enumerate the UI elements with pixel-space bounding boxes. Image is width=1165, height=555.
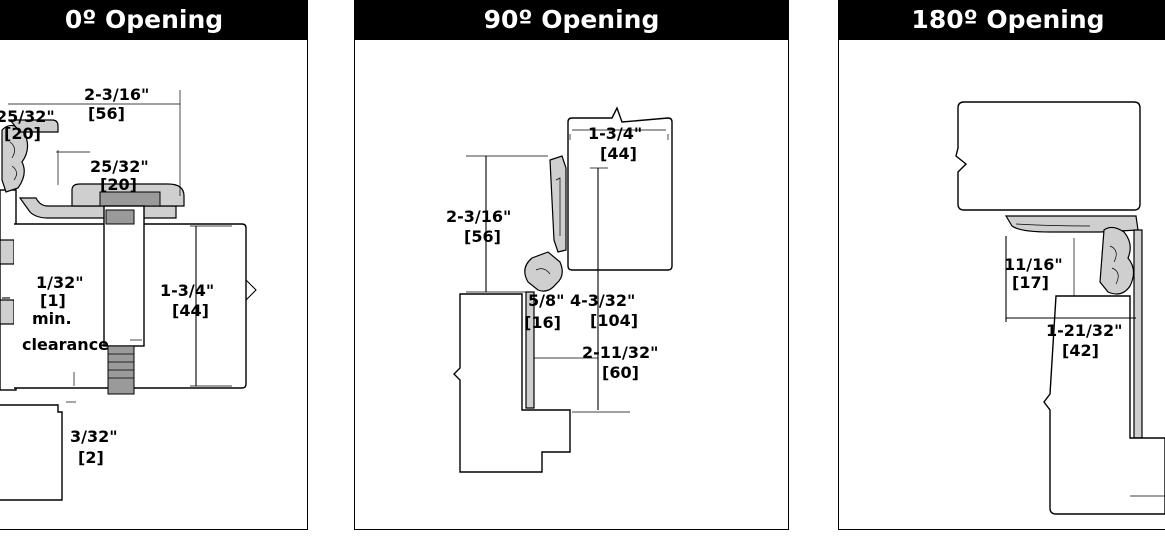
dim-2-3-16-metric: [56] [464,227,501,246]
diagram-0-degree: 2-3/16" [56] 25/32" [20] 25/32" [20] 1/3… [0,85,257,501]
dim-2-11-32: 2-11/32" [582,343,658,362]
dim-11-16-metric: [17] [1012,273,1049,292]
dim-3-32-metric: [2] [78,448,104,467]
frame-block [0,404,63,501]
diagram-90-degree: 1-3/4" [44] 2-3/16" [56] 5/8" [16] 4-3/3… [446,106,673,473]
frame-block [453,293,571,473]
dim-1-32-metric: [1] [40,291,66,310]
frame-jamb [0,189,17,391]
dim-25-32-top: 25/32" [0,107,55,126]
dim-clearance-label: clearance [22,335,109,354]
frame-block [1043,295,1165,515]
dim-1-3-4-metric: [44] [172,301,209,320]
hinge-frame-leaf [1133,229,1143,439]
dim-25-32-top-metric: [20] [4,124,41,143]
hinge-knuckle [524,251,563,292]
hinge-knuckle [1,124,29,193]
dim-1-3-4-metric: [44] [600,144,637,163]
dim-2-3-16: 2-3/16" [446,207,511,226]
dim-1-3-4: 1-3/4" [160,281,214,300]
panel-title-90-degree: 90º Opening [354,0,789,40]
frame-hinge-leaf-lower [0,299,15,325]
dim-11-16: 11/16" [1004,255,1063,274]
dim-2-3-16-metric: [56] [88,104,125,123]
hinge-knuckle [1099,226,1135,295]
dim-4-3-32: 4-3/32" [570,291,635,310]
dim-1-21-32: 1-21/32" [1046,321,1122,340]
dim-4-3-32-metric: [104] [590,311,638,330]
dim-3-32: 3/32" [70,427,118,446]
pivot-pin [103,205,145,347]
dim-25-32-metric: [20] [100,175,137,194]
dim-5-8-metric: [16] [524,313,561,332]
dim-1-3-4: 1-3/4" [588,124,642,143]
dim-1-21-32-metric: [42] [1062,341,1099,360]
panel-title-0-degree: 0º Opening [0,0,308,40]
door-slab [955,101,1141,211]
dim-2-11-32-metric: [60] [602,363,639,382]
panel-title-180-degree: 180º Opening [838,0,1165,40]
hinge-frame-leaf [525,291,535,409]
panel-90-degree-opening [354,32,789,530]
dim-25-32: 25/32" [90,157,149,176]
diagram-180-degree: 11/16" [17] 1-21/32" [42] [955,101,1165,515]
dim-2-3-16: 2-3/16" [84,85,149,104]
door-slab [567,106,673,271]
dim-min-label: min. [32,309,72,328]
frame-hinge-leaf [0,239,15,265]
dim-1-32: 1/32" [36,273,84,292]
pivot-cap [99,191,161,207]
dim-5-8: 5/8" [528,291,564,310]
hinge-top-leaf [8,119,59,133]
hinge-door-leaf [549,155,567,253]
